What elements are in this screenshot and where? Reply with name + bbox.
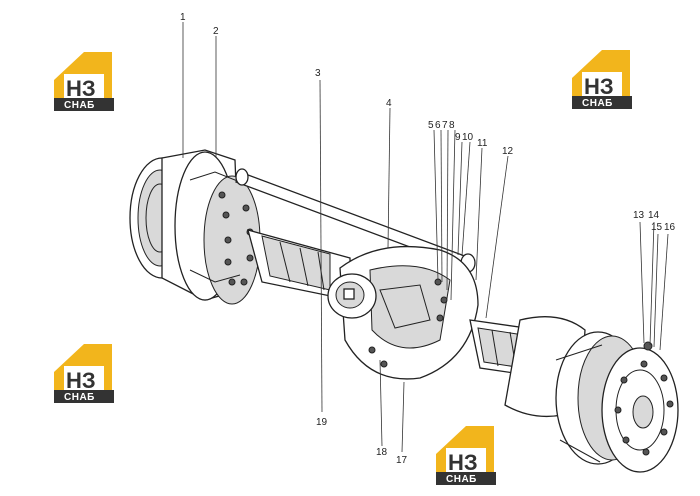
- callout-11: 11: [477, 138, 488, 149]
- callout-5: 5: [428, 120, 434, 131]
- callout-16: 16: [664, 222, 676, 233]
- logo-word: СНАБ: [64, 392, 95, 403]
- callout-12: 12: [502, 146, 514, 157]
- left-wheel-hub: [129, 149, 261, 305]
- callout-9: 9: [455, 132, 461, 143]
- logo-letters: НЗ: [66, 368, 96, 393]
- callout-1: 1: [180, 12, 186, 23]
- differential-housing: [339, 245, 479, 380]
- right-hub-bolts: [614, 360, 674, 456]
- callout-14: 14: [648, 210, 660, 221]
- callout-19: 19: [316, 417, 328, 428]
- callout-2: 2: [213, 26, 219, 37]
- callout-10: 10: [462, 132, 474, 143]
- logo-letters: НЗ: [66, 76, 96, 101]
- callout-17: 17: [396, 455, 408, 466]
- watermark-logo-bottom-center: НЗ СНАБ: [436, 426, 496, 485]
- logo-letters: НЗ: [448, 450, 478, 475]
- right-axle-housing: [469, 316, 586, 418]
- callout-18: 18: [376, 447, 388, 458]
- callout-6: 6: [435, 120, 441, 131]
- watermark-logo-top-right: НЗ СНАБ: [572, 50, 632, 109]
- callout-labels: 1 2 3 4 5 6 7 8 9 10 11 12 13 14 15 16 1…: [180, 12, 676, 466]
- callout-7: 7: [442, 120, 448, 131]
- callout-8: 8: [449, 120, 455, 131]
- logo-word: СНАБ: [582, 98, 613, 109]
- leader-lines: [182, 22, 669, 453]
- logo-word: СНАБ: [446, 474, 477, 485]
- callout-15: 15: [651, 222, 663, 233]
- callout-13: 13: [633, 210, 645, 221]
- callout-3: 3: [315, 68, 321, 79]
- logo-letters: НЗ: [584, 74, 614, 99]
- callout-4: 4: [386, 98, 392, 109]
- left-hub-bolts: [218, 191, 254, 286]
- left-axle-housing: [247, 229, 351, 301]
- watermark-logo-bottom-left: НЗ СНАБ: [54, 344, 114, 403]
- right-wheel-hub: [555, 331, 679, 473]
- logo-word: СНАБ: [64, 100, 95, 111]
- input-flange: [327, 273, 377, 319]
- watermark-logo-top-left: НЗ СНАБ: [54, 52, 114, 111]
